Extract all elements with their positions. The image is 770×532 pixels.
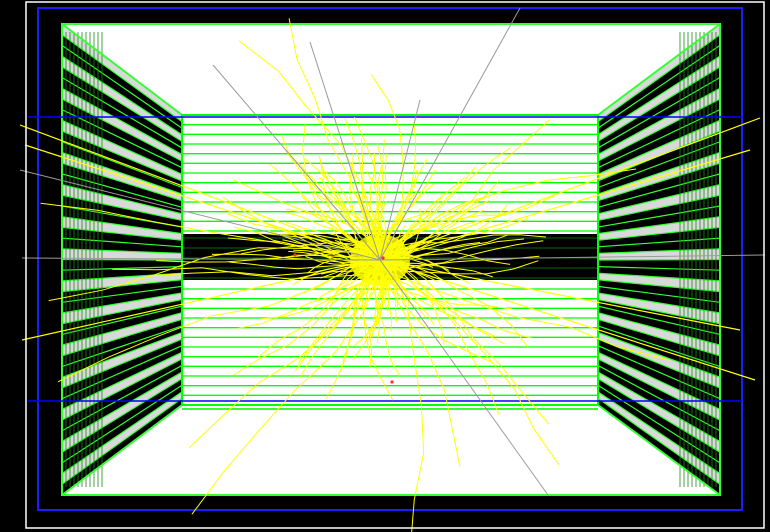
left-fan-slab [62,352,182,421]
track-path [211,253,369,264]
particle-tracks [19,7,766,532]
left-fan-slab [62,56,182,142]
track-path [386,255,560,466]
neutral-track-line [379,254,766,261]
track-path [383,264,505,345]
track-path [319,159,369,254]
left-fan-slab [62,88,182,162]
corner-edge-tr [597,23,721,116]
long-track-line [24,144,381,261]
detector-geometry [28,7,743,511]
outer-blue-box [37,7,743,511]
track-path [188,251,383,449]
track-path [390,255,549,425]
right-fan-slab [598,391,720,485]
neutral-track-line [309,41,381,261]
track-path [57,256,367,383]
left-fan-slab [62,292,182,324]
right-fan-slab [598,292,720,324]
track-path [387,166,476,257]
track-path [238,40,393,269]
right-fan-slab [598,372,720,453]
white-volumes [62,24,720,495]
long-track-line [379,259,756,381]
track-path [294,268,385,372]
right-fan-slab [598,120,720,181]
track-path [368,262,671,361]
left-fan-slab [62,184,182,221]
white-frame [25,1,765,529]
track-path [362,267,394,401]
barrel-outline [181,114,599,406]
track-path [191,263,383,515]
track-path [389,168,637,251]
left-fan-slab [62,24,182,122]
track-path [390,240,544,267]
corner-edge-tl [61,23,183,116]
right-fan-line [597,258,721,261]
long-track-line [379,259,741,331]
left-fan-slab [62,332,182,388]
left-fan-slab [62,216,182,241]
left-fan-slab [62,120,182,181]
corner-edge-br [597,404,721,496]
neutral-track-line [21,257,381,261]
track-path [387,195,556,259]
track-path [383,273,532,339]
right-fan-slab [598,24,720,122]
track-path [354,116,387,255]
track-path [232,263,380,376]
track-path [340,267,370,373]
neutral-track-line [212,64,381,261]
track-path [325,274,371,399]
right-fan-slab [598,216,720,241]
long-track-line [21,259,381,341]
right-fan-slab [598,332,720,388]
right-fan-slab [598,273,720,292]
bottom-endcap-face [62,405,720,495]
hit-mark [293,253,297,257]
track-path [386,261,494,364]
left-fan-slab [62,391,182,485]
right-fan-slab [598,312,720,356]
right-fan-slab [598,184,720,221]
track-path [228,261,367,270]
endcap-outline [61,23,721,496]
neutral-track-line [19,169,381,261]
left-fan-slab [62,248,182,260]
neutral-track-line [379,259,549,496]
top-endcap-face [62,24,720,115]
viewer-frame [25,1,765,529]
hit-mark [390,380,394,384]
left-fan-slab [62,273,182,292]
long-track-line [379,117,761,261]
long-track-line [19,124,381,261]
track-path [48,247,369,302]
hit-mark [381,256,385,260]
right-fan-slab [598,56,720,142]
corner-edge-bl [61,404,183,496]
right-fan-slab [598,352,720,421]
left-fan-slab [62,312,182,356]
neutral-track-line [379,99,421,261]
left-fan-slab [62,372,182,453]
long-track-line [379,149,751,261]
track-path [370,73,404,246]
track-path [240,242,374,255]
right-fan-slab [598,88,720,162]
left-fan-line [61,258,183,261]
track-path [40,202,385,255]
track-path [393,266,425,532]
neutral-track-line [379,7,521,261]
